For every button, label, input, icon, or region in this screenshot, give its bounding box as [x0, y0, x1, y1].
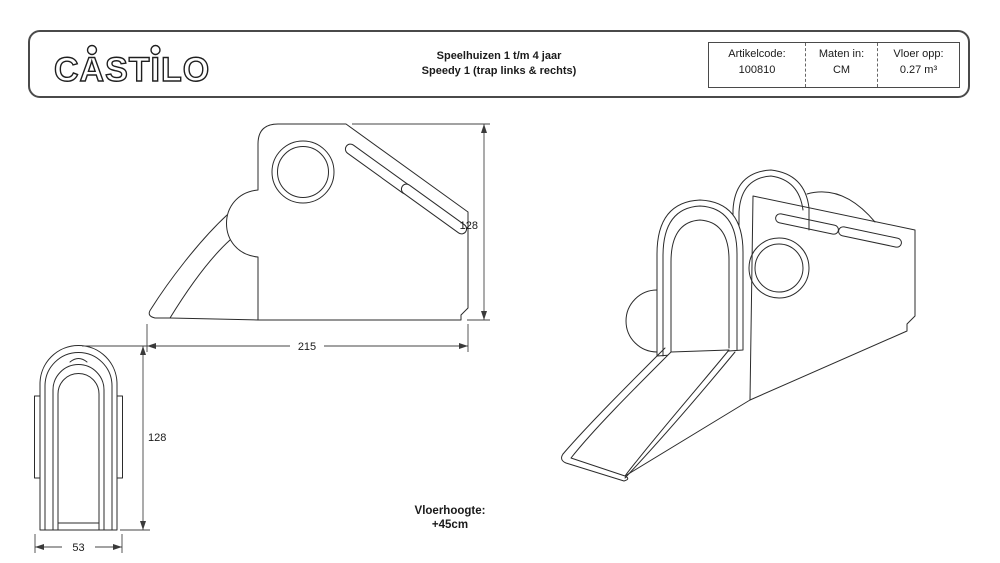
arrow-down-icon — [140, 521, 146, 530]
side-height-dim-label: 128 — [460, 220, 478, 232]
rear-arch-inner — [738, 175, 804, 249]
front-arch-offset — [662, 205, 738, 357]
info-cell-artikelcode: Artikelcode: 100810 — [709, 43, 805, 87]
vloeropp-label: Vloer opp: — [893, 48, 944, 60]
rear-arch-outer — [732, 169, 810, 249]
front-width-dim-label: 53 — [72, 542, 84, 554]
info-cell-vloeropp: Vloer opp: 0.27 m³ — [877, 43, 959, 87]
roof-sweep-edge — [806, 191, 876, 223]
porthole-inner-icon — [277, 146, 329, 198]
inner-arch-inner — [57, 373, 100, 395]
floor-height-value: +45cm — [431, 519, 469, 531]
logo-dot-a-icon — [86, 44, 98, 56]
arrow-up-icon — [140, 346, 146, 355]
perspective-view-drawing — [561, 169, 916, 482]
porthole-outer-icon — [271, 140, 335, 204]
front-view-drawing: 128 53 — [34, 345, 166, 554]
front-outline — [39, 345, 118, 531]
front-arch-panel — [656, 199, 744, 357]
handle-slot-2 — [400, 183, 468, 235]
front-arch-opening — [670, 219, 730, 353]
floor-height-note: Vloerhoogte: +45cm — [395, 504, 505, 532]
floor-height-label: Vloerhoogte: — [414, 505, 486, 517]
side-tab-right — [116, 395, 123, 479]
sheet-title: Speelhuizen 1 t/m 4 jaar Speedy 1 (trap … — [422, 49, 577, 79]
artikelcode-value: 100810 — [738, 64, 776, 76]
inner-arch-outer — [52, 364, 105, 391]
maten-label: Maten in: — [818, 48, 865, 60]
arrow-right-icon — [459, 343, 468, 349]
arrow-right-icon — [113, 544, 122, 550]
ground-line — [169, 317, 259, 321]
side-panel-outline — [226, 123, 469, 321]
persp-handle-slot-2 — [838, 226, 902, 248]
slide-end-edge — [561, 453, 629, 482]
slide-rail-right — [624, 351, 736, 479]
side-tab-left — [34, 395, 41, 479]
side-width-dim-label: 215 — [298, 341, 316, 353]
logo-text: CASTILO — [54, 51, 210, 89]
side-view-drawing: 128 215 — [146, 123, 490, 353]
slide-outer-edge — [148, 214, 228, 319]
logo-dot-i-icon — [150, 44, 161, 56]
arrow-up-icon — [481, 124, 487, 133]
slide-rail-left — [562, 347, 666, 455]
vloeropp-value: 0.27 m³ — [899, 64, 938, 76]
info-cell-maten: Maten in: CM — [805, 43, 877, 87]
sheet-title-line2: Speedy 1 (trap links & rechts) — [421, 65, 577, 77]
slide-surface — [570, 349, 730, 477]
castilo-logo: CASTILO — [53, 44, 210, 89]
front-height-dim-label: 128 — [148, 432, 166, 444]
arrow-left-icon — [35, 544, 44, 550]
persp-porthole-outer-icon — [748, 237, 810, 299]
sheet-title-line1: Speelhuizen 1 t/m 4 jaar — [436, 50, 562, 62]
info-box: Artikelcode: 100810 Maten in: CM Vloer o… — [708, 42, 960, 88]
front-inner-outline — [44, 352, 113, 531]
top-curl — [69, 358, 88, 363]
slide-support-hump — [625, 289, 658, 353]
slide-inner-edge — [169, 239, 231, 319]
arrow-left-icon — [147, 343, 156, 349]
persp-porthole-inner-icon — [754, 243, 804, 293]
artikelcode-label: Artikelcode: — [728, 48, 786, 60]
arrow-down-icon — [481, 311, 487, 320]
maten-value: CM — [832, 64, 851, 76]
title-bar: CASTILO Speelhuizen 1 t/m 4 jaar Speedy … — [28, 30, 970, 98]
base-edge — [624, 399, 751, 477]
